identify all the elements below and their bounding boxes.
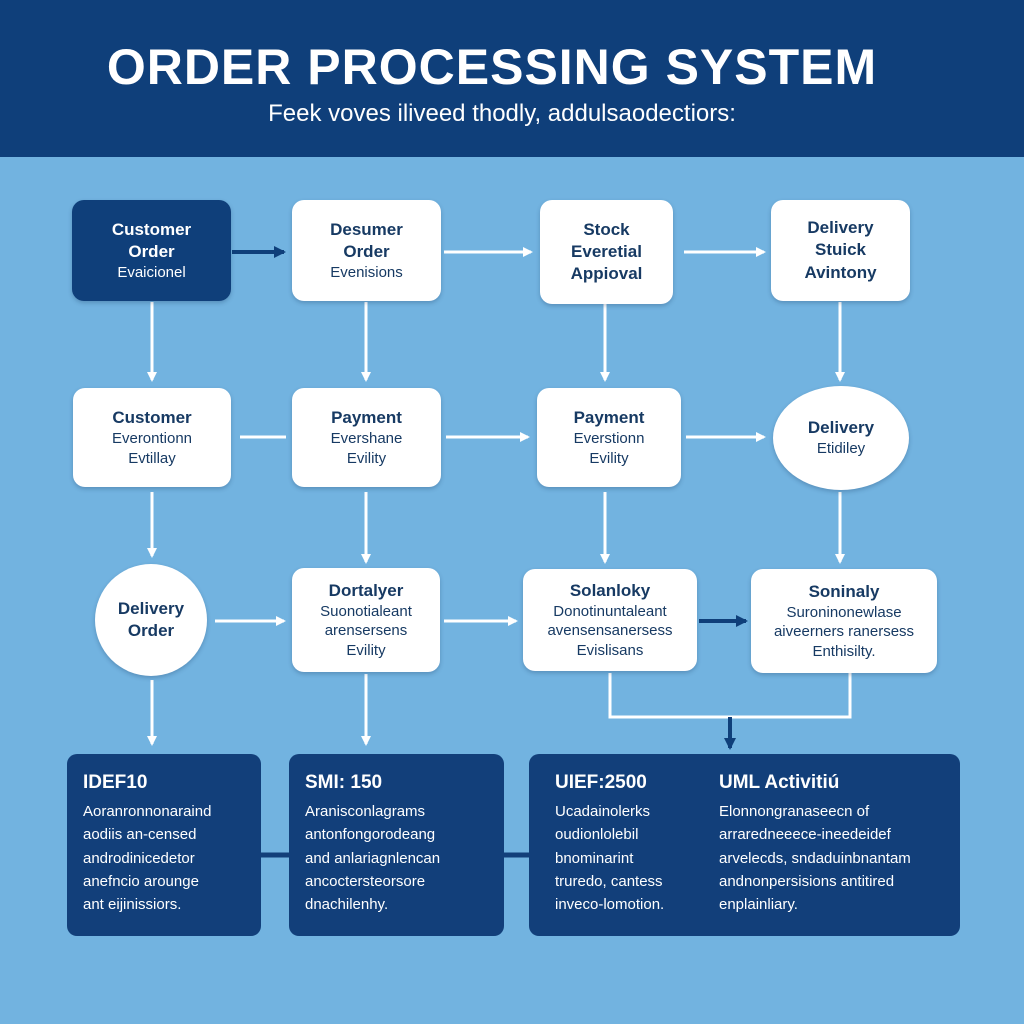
node-label: Order	[127, 621, 175, 640]
node-label: Avintony	[804, 262, 877, 282]
node-label: Evislisans	[576, 641, 644, 659]
node-label: Delivery	[117, 598, 185, 618]
card-smi-150[interactable]: SMI: 150 Aranisconlagrams antonfongorode…	[289, 754, 504, 936]
card-line: bnominarint	[555, 849, 634, 867]
card-line: truredo, cantess	[555, 872, 663, 890]
node-label: Everetial	[571, 241, 642, 261]
node-label: Evtillay	[128, 449, 176, 467]
card-line: and anlariagnlencan	[305, 849, 441, 867]
node-label: Suonotialeant	[320, 602, 412, 620]
node-payment-evershane[interactable]: Payment Evershane Evility	[292, 388, 441, 487]
node-label: Suroninonewlase	[786, 603, 902, 621]
card-line: arraredneeece-ineedeidef	[719, 826, 891, 844]
node-label: Soninaly	[808, 581, 880, 601]
node-label: Delivery	[807, 418, 875, 438]
node-label: Evershane	[330, 430, 403, 448]
node-delivery-order[interactable]: Delivery Order	[95, 564, 207, 676]
node-label: Solanloky	[569, 580, 651, 600]
card-line: Elonnongranaseecn of	[719, 803, 870, 820]
node-label: Desumer	[330, 219, 403, 239]
card-uml-activity[interactable]: UIEF:2500 Ucadainolerks oudionlolebil bn…	[529, 754, 960, 936]
node-label: Everstionn	[573, 430, 645, 448]
node-label: Evaicionel	[117, 263, 186, 281]
node-label: Enthisilty.	[812, 642, 876, 660]
card-line: andnonpersisions antitired	[719, 872, 895, 890]
connector-merge-bracket	[608, 673, 852, 719]
card-line: Ucadainolerks	[555, 803, 651, 820]
card-line: androdinicedetor	[83, 849, 195, 867]
card-title: UIEF:2500	[555, 772, 647, 793]
node-delivery-etidiley[interactable]: Delivery Etidiley	[773, 386, 909, 490]
card-line: aodiis an-censed	[83, 826, 197, 844]
card-line: ancoctersteorsore	[305, 872, 426, 890]
header-banner: ORDER PROCESSING SYSTEM Feek voves ilive…	[0, 0, 1024, 157]
card-line: antonfongorodeang	[305, 826, 436, 844]
card-line: anefncio arounge	[83, 872, 199, 890]
card-line: Aranisconlagrams	[305, 803, 426, 820]
node-label: Stuick	[814, 240, 867, 260]
page-subtitle: Feek voves iliveed thodly, addulsaodecti…	[268, 100, 736, 127]
card-line: dnachilenhy.	[305, 896, 389, 913]
node-label: Order	[128, 241, 175, 261]
node-dortalyer[interactable]: Dortalyer Suonotialeant arensersens Evil…	[292, 568, 440, 672]
node-stock-approval[interactable]: Stock Everetial Appioval	[540, 200, 673, 304]
node-label: Order	[343, 241, 390, 261]
node-label: Delivery	[807, 218, 874, 238]
node-label: Donotinuntaleant	[553, 602, 667, 620]
card-line: inveco-lomotion.	[555, 896, 665, 913]
card-title: UML Activitiú	[719, 772, 840, 793]
node-label: aiveerners ranersess	[773, 623, 915, 641]
card-title: IDEF10	[83, 772, 148, 793]
node-label: Customer	[111, 219, 192, 239]
card-idef10[interactable]: IDEF10 Aoranronnonaraind aodiis an-cense…	[67, 754, 261, 936]
card-line: Aoranronnonaraind	[83, 803, 212, 820]
node-label: Appioval	[570, 264, 643, 284]
card-line: oudionlolebil	[555, 826, 639, 844]
node-label: Evenisions	[330, 263, 403, 281]
node-label: Etidiley	[816, 440, 866, 458]
node-customer-order[interactable]: Customer Order Evaicionel	[72, 200, 231, 301]
node-label: Customer	[112, 407, 192, 427]
node-delivery-stuick[interactable]: Delivery Stuick Avintony	[771, 200, 910, 301]
page-title: ORDER PROCESSING SYSTEM	[106, 39, 878, 95]
node-label: Payment	[573, 407, 645, 427]
node-payment-everstionn[interactable]: Payment Everstionn Evility	[537, 388, 681, 487]
node-soninaly[interactable]: Soninaly Suroninonewlase aiveerners rane…	[751, 569, 937, 673]
node-label: Evility	[589, 449, 629, 467]
card-line: ant eijinissiors.	[83, 896, 182, 913]
node-label: Everontionn	[111, 430, 193, 448]
node-label: Dortalyer	[328, 580, 404, 600]
node-desumer-order[interactable]: Desumer Order Evenisions	[292, 200, 441, 301]
node-label: Evility	[346, 449, 387, 467]
node-label: avensensanersess	[547, 622, 673, 640]
node-label: arensersens	[324, 622, 408, 640]
node-customer-everontionn[interactable]: Customer Everontionn Evtillay	[73, 388, 231, 487]
node-label: Stock	[583, 219, 630, 239]
node-label: Evility	[346, 641, 386, 659]
node-label: Payment	[331, 407, 402, 427]
node-solanloky[interactable]: Solanloky Donotinuntaleant avensensaners…	[523, 569, 697, 671]
card-title: SMI: 150	[305, 772, 383, 793]
card-line: enplainliary.	[719, 896, 798, 913]
card-line: arvelecds, sndaduinbnantam	[719, 849, 911, 867]
